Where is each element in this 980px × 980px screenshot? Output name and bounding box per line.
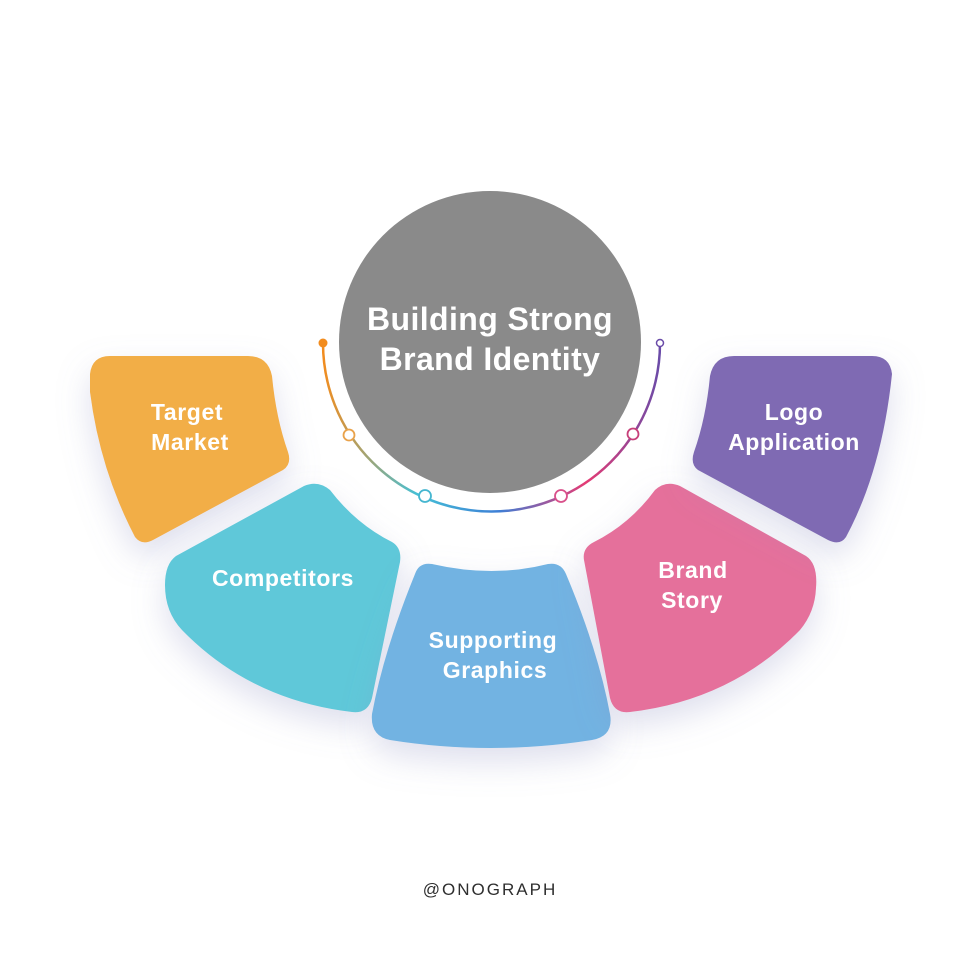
card-competitors-line-1: Competitors [212, 565, 354, 591]
card-shape [165, 483, 401, 713]
card-shape [583, 483, 817, 713]
card-shape [371, 563, 611, 748]
center-circle [339, 191, 641, 493]
card-target-market [90, 356, 290, 543]
title-line-2: Brand Identity [380, 341, 601, 377]
credit-text: @ONOGRAPH [422, 880, 558, 899]
card-competitors [165, 483, 401, 713]
arc-node-dot [418, 489, 432, 503]
title-line-1: Building Strong [367, 301, 613, 337]
card-brand-story-line-1: Brand [658, 557, 727, 583]
card-target-market-line-2: Market [151, 429, 229, 455]
card-brand-story [583, 483, 817, 713]
card-supporting-graphics-line-2: Graphics [443, 657, 548, 683]
card-target-market-line-1: Target [151, 399, 223, 425]
arc-node-dot [342, 428, 356, 442]
card-supporting-graphics [371, 563, 611, 748]
card-supporting-graphics-line-1: Supporting [429, 627, 558, 653]
arc-endpoint-dot [318, 338, 328, 348]
card-shape [90, 356, 290, 543]
arc-node-dot [554, 489, 568, 503]
card-logo-application-line-1: Logo [765, 399, 824, 425]
connector-arc [318, 338, 665, 513]
card-brand-story-line-2: Story [661, 587, 723, 613]
card-shape [692, 356, 892, 543]
arc-endpoint-dot [655, 338, 665, 348]
card-logo-application [692, 356, 892, 543]
card-logo-application-line-2: Application [728, 429, 860, 455]
arc-node-dot [626, 427, 640, 441]
